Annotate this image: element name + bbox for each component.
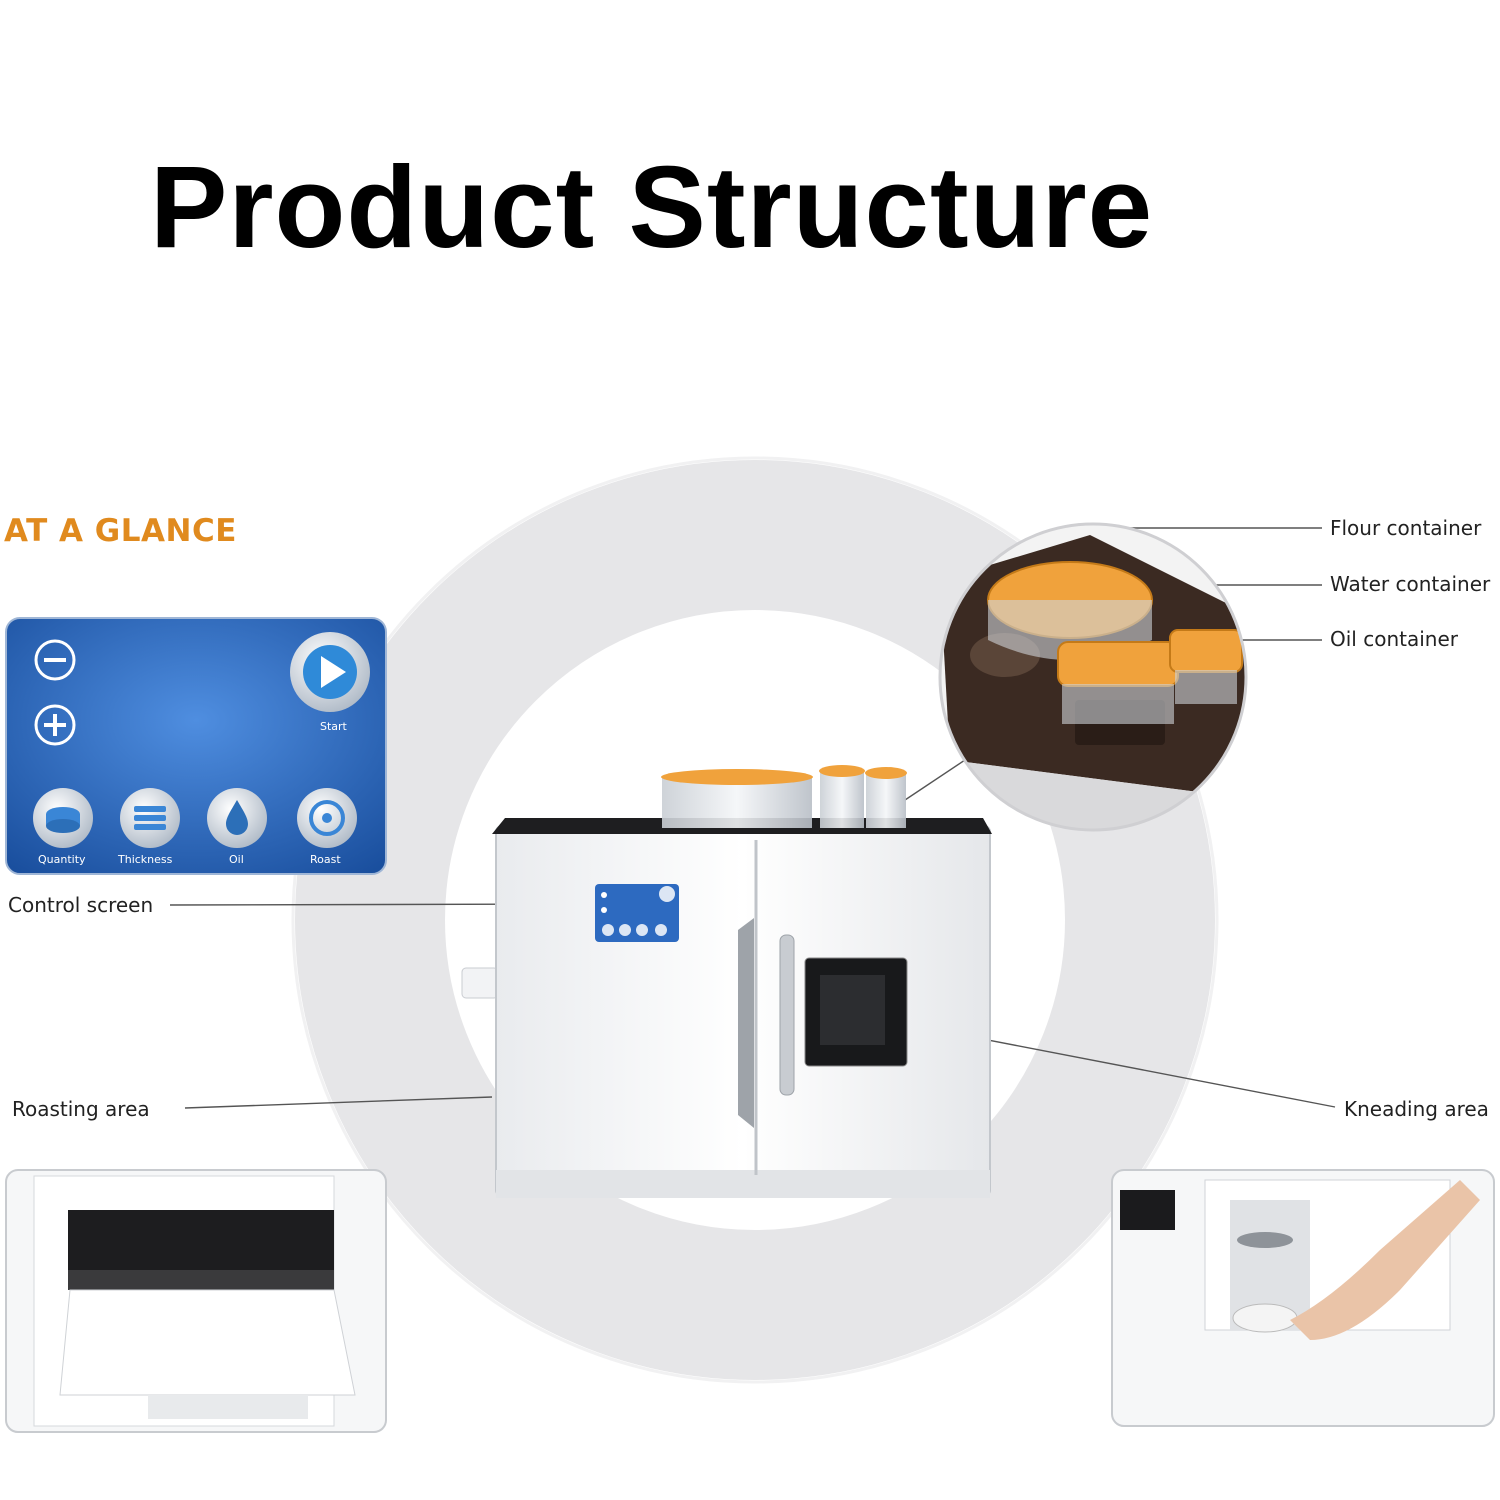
minus-icon <box>34 639 76 681</box>
flour-jar <box>661 769 813 828</box>
quantity-icon <box>33 788 93 848</box>
oil-jar <box>865 767 907 828</box>
section-heading: AT A GLANCE <box>4 513 237 549</box>
button-label-quantity: Quantity <box>38 853 86 866</box>
roti-machine <box>461 765 992 1198</box>
label-flour-container: Flour container <box>1330 516 1482 540</box>
oil-drop-icon <box>207 788 267 848</box>
water-jar <box>819 765 865 828</box>
label-water-container: Water container <box>1330 572 1491 596</box>
start-play-icon <box>290 632 370 712</box>
control-screen <box>595 884 679 942</box>
label-control-screen: Control screen <box>8 893 154 917</box>
page-title: Product Structure <box>150 142 1154 272</box>
control-panel-closeup: Start Quantity Thickness Oil Roast <box>5 617 387 875</box>
button-label-roast: Roast <box>310 853 341 866</box>
kneading-area-closeup <box>1111 1169 1495 1427</box>
label-roasting-area: Roasting area <box>12 1097 150 1121</box>
label-oil-container: Oil container <box>1330 627 1458 651</box>
button-label-thickness: Thickness <box>117 853 173 866</box>
button-label-oil: Oil <box>229 853 244 866</box>
plus-icon <box>34 704 76 746</box>
roasting-area-closeup <box>5 1169 387 1433</box>
thickness-icon <box>120 788 180 848</box>
roast-icon <box>297 788 357 848</box>
label-kneading-area: Kneading area <box>1344 1097 1489 1121</box>
start-label: Start <box>320 720 348 733</box>
background-ring <box>295 460 1215 1380</box>
